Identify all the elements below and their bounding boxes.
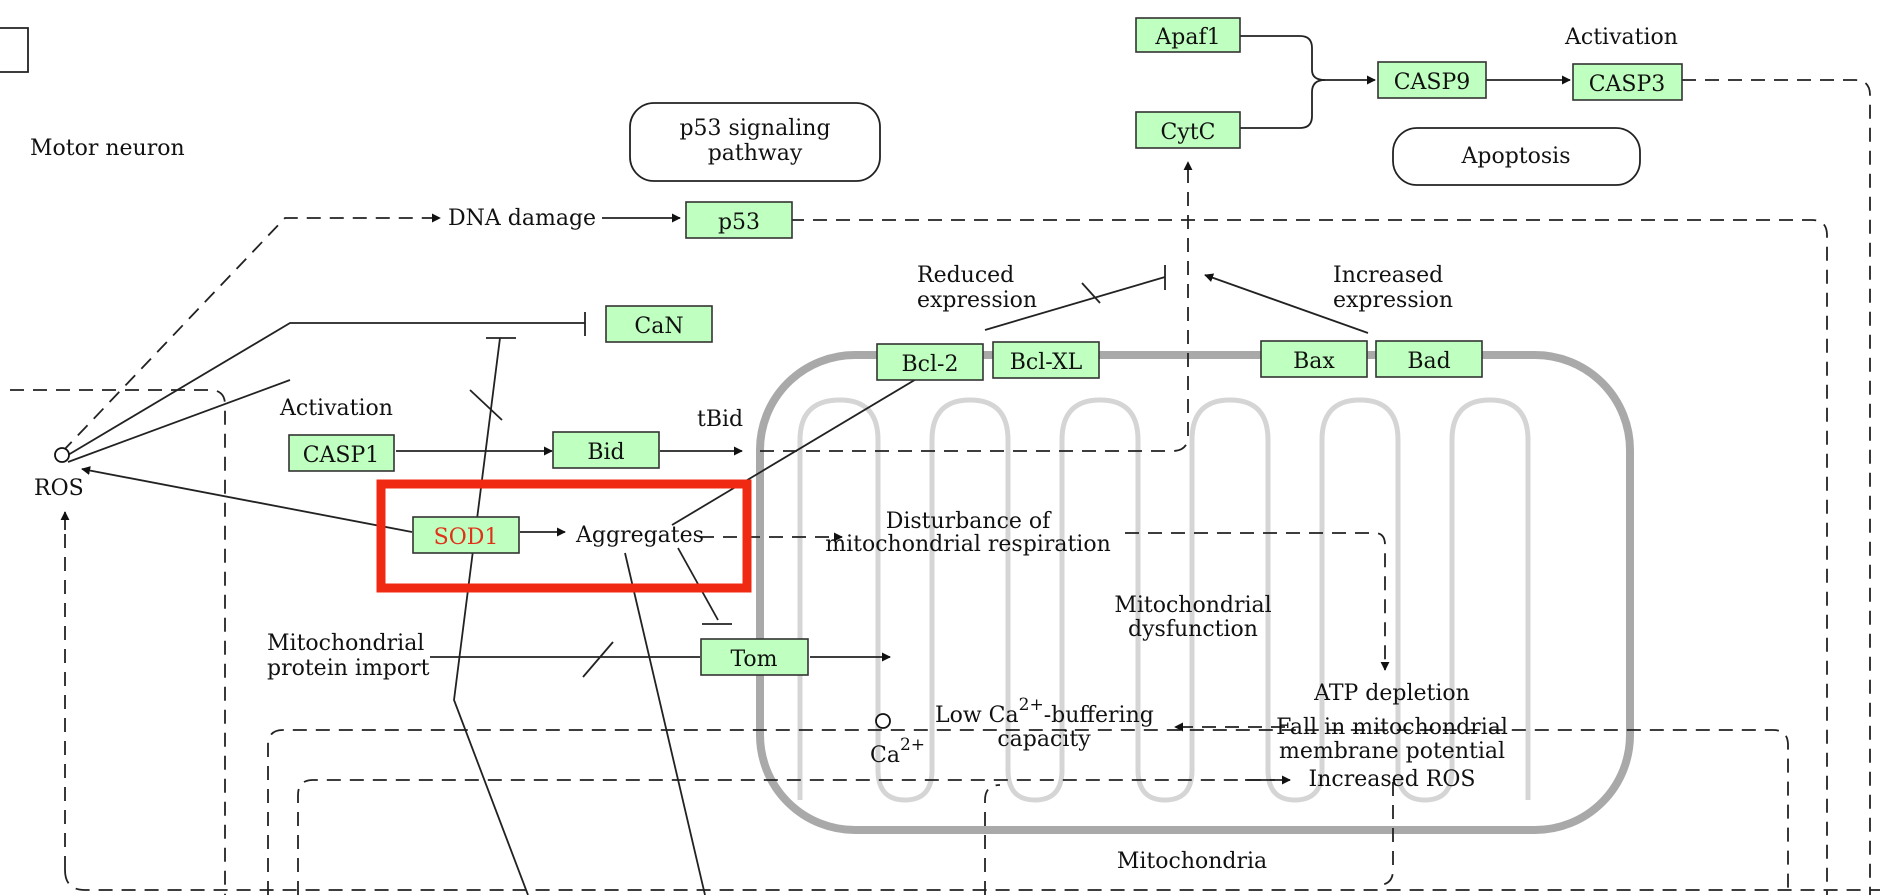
protein-import-line2: protein import bbox=[267, 656, 430, 681]
activation-left-label: Activation bbox=[279, 396, 393, 421]
pathway-p53[interactable]: p53 signaling pathway bbox=[630, 103, 880, 181]
gene-apaf1[interactable]: Apaf1 bbox=[1136, 18, 1240, 52]
gene-casp1-label: CASP1 bbox=[303, 443, 380, 468]
compartment-borders bbox=[10, 80, 1880, 895]
gene-bid[interactable]: Bid bbox=[553, 432, 659, 468]
gene-cytc-label: CytC bbox=[1161, 120, 1216, 145]
gene-p53[interactable]: p53 bbox=[686, 202, 792, 238]
pathway-apoptosis-label: Apoptosis bbox=[1460, 144, 1570, 169]
ros-compound[interactable] bbox=[55, 448, 69, 462]
ros-label: ROS bbox=[34, 476, 84, 501]
low-ca-sup: 2+ bbox=[1019, 695, 1044, 715]
mito-dysfunction-line1: Mitochondrial bbox=[1114, 593, 1271, 618]
tbid-label: tBid bbox=[697, 407, 743, 432]
gene-casp1[interactable]: CASP1 bbox=[289, 435, 394, 471]
gene-casp9-label: CASP9 bbox=[1394, 70, 1471, 95]
gene-cytc[interactable]: CytC bbox=[1136, 112, 1240, 148]
gene-tom[interactable]: Tom bbox=[701, 639, 808, 675]
aggregates-label: Aggregates bbox=[575, 523, 704, 548]
gene-casp3-label: CASP3 bbox=[1589, 72, 1666, 97]
low-ca-buffering-line2: capacity bbox=[997, 727, 1091, 752]
ca-compound[interactable] bbox=[876, 714, 890, 728]
motor-neuron-label: Motor neuron bbox=[30, 136, 185, 161]
reduced-expression-line1: Reduced bbox=[917, 263, 1014, 288]
atp-line3: membrane potential bbox=[1279, 739, 1505, 764]
atp-line2: Fall in mitochondrial bbox=[1276, 715, 1508, 740]
gene-casp9[interactable]: CASP9 bbox=[1378, 62, 1486, 98]
gene-p53-label: p53 bbox=[718, 210, 760, 235]
gene-can[interactable]: CaN bbox=[606, 306, 712, 342]
mitochondria-label: Mitochondria bbox=[1117, 849, 1267, 874]
low-ca-text: Low Ca bbox=[935, 703, 1019, 728]
gene-sod1[interactable]: SOD1 bbox=[413, 517, 519, 553]
gene-apaf1-label: Apaf1 bbox=[1154, 25, 1220, 50]
reduced-expression-line2: expression bbox=[917, 288, 1037, 313]
gene-bax[interactable]: Bax bbox=[1261, 341, 1367, 377]
gene-bcl2-label: Bcl-2 bbox=[902, 352, 959, 377]
atp-line4: Increased ROS bbox=[1309, 767, 1476, 792]
dna-damage-label: DNA damage bbox=[448, 206, 596, 231]
gene-bclxl[interactable]: Bcl-XL bbox=[993, 342, 1099, 378]
pathway-p53-line2: pathway bbox=[708, 141, 803, 166]
frame-corner bbox=[0, 28, 28, 72]
atp-line1: ATP depletion bbox=[1313, 681, 1470, 706]
increased-expression-line1: Increased bbox=[1333, 263, 1443, 288]
gene-bid-label: Bid bbox=[587, 440, 624, 465]
ca-ion-sup: 2+ bbox=[900, 735, 925, 755]
gene-bcl2[interactable]: Bcl-2 bbox=[877, 344, 983, 380]
low-ca-buffering-line1: Low Ca2+-buffering bbox=[935, 695, 1154, 728]
protein-import-line1: Mitochondrial bbox=[267, 631, 424, 656]
low-ca-rest: -buffering bbox=[1044, 703, 1154, 728]
pathway-p53-line1: p53 signaling bbox=[679, 116, 830, 141]
pathway-apoptosis[interactable]: Apoptosis bbox=[1393, 128, 1640, 185]
gene-sod1-label: SOD1 bbox=[434, 525, 499, 550]
disturbance-line2: mitochondrial respiration bbox=[825, 532, 1111, 557]
disturbance-line1: Disturbance of bbox=[886, 509, 1052, 534]
increased-expression-line2: expression bbox=[1333, 288, 1453, 313]
gene-bclxl-label: Bcl-XL bbox=[1010, 350, 1083, 375]
ca-ion-text: Ca bbox=[870, 743, 900, 768]
gene-tom-label: Tom bbox=[730, 647, 777, 672]
mito-dysfunction-line2: dysfunction bbox=[1128, 617, 1258, 642]
gene-bad[interactable]: Bad bbox=[1376, 341, 1482, 377]
gene-can-label: CaN bbox=[634, 314, 683, 339]
gene-casp3[interactable]: CASP3 bbox=[1573, 64, 1682, 100]
gene-bad-label: Bad bbox=[1407, 349, 1450, 374]
gene-bax-label: Bax bbox=[1293, 349, 1335, 374]
activation-right-label: Activation bbox=[1564, 25, 1678, 50]
